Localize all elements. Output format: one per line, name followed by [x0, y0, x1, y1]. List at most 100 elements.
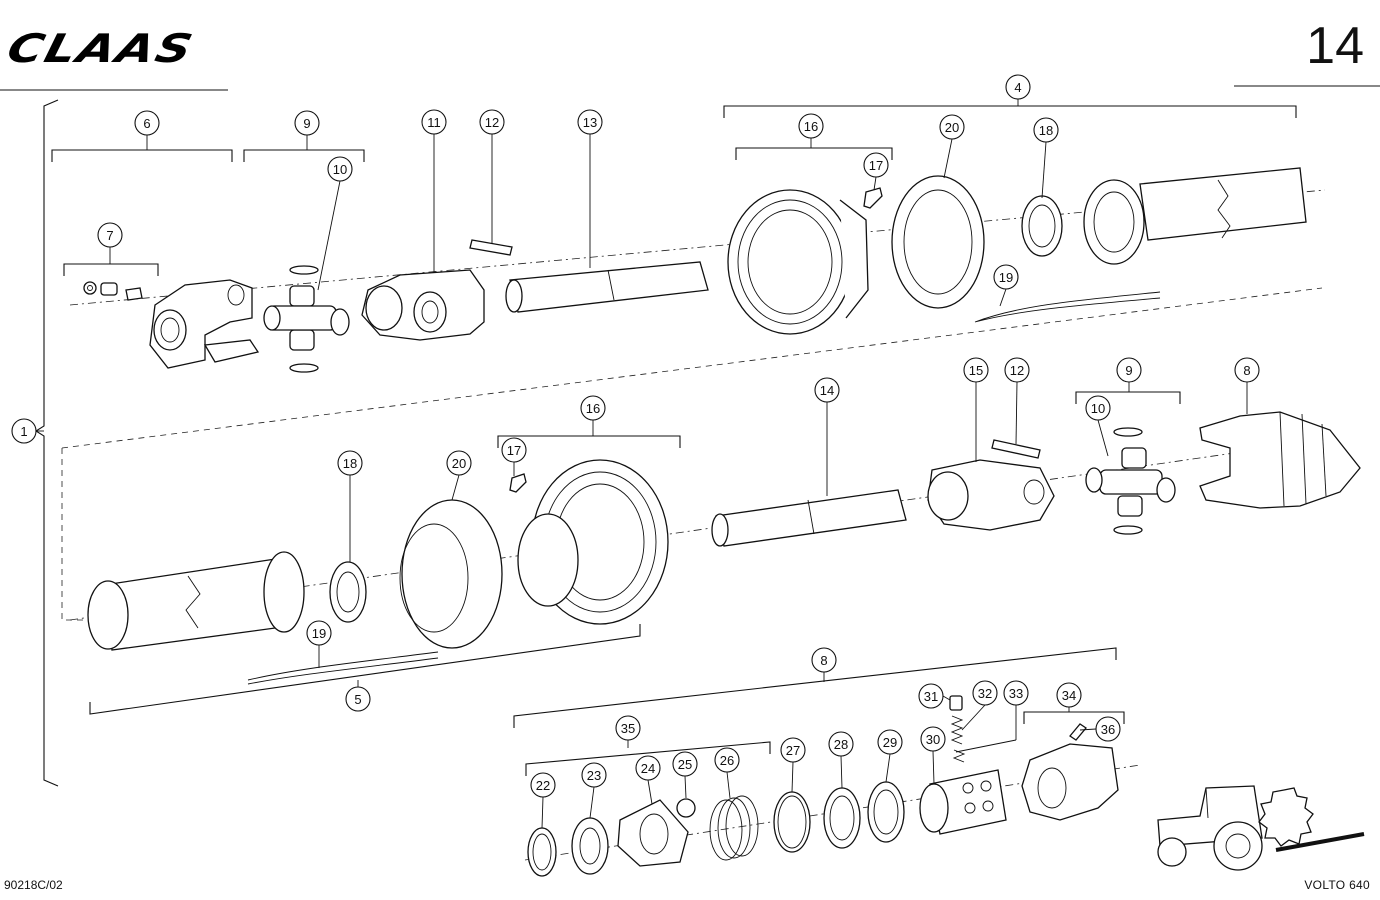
part-13-inner-tube: [505, 261, 709, 313]
bracket-group-7: [63, 263, 159, 276]
callout-17: 17: [501, 437, 527, 463]
leader-line: [541, 796, 544, 829]
callout-16: 16: [580, 395, 606, 421]
bracket-group-9-top: [243, 149, 365, 162]
callout-label: 33: [1009, 686, 1023, 701]
part-22-snap-ring: [527, 827, 557, 877]
leader-line: [451, 474, 460, 501]
leader-line: [999, 288, 1007, 307]
callout-label: 14: [820, 383, 834, 398]
model-name: VOLTO 640: [1304, 878, 1370, 892]
leader-line: [943, 138, 953, 179]
part-16-guard-cone-bottom: [517, 459, 669, 625]
callout-4: 4: [1005, 74, 1031, 100]
callout-label: 25: [678, 757, 692, 772]
callout-22: 22: [530, 772, 556, 798]
callout-26: 26: [714, 747, 740, 773]
shaft-icon: [1275, 832, 1365, 852]
leader-line: [684, 775, 687, 799]
callout-label: 32: [978, 686, 992, 701]
callout-15: 15: [963, 357, 989, 383]
callout-35: 35: [615, 715, 641, 741]
part-32-spring: [950, 715, 964, 745]
callout-label: 10: [1091, 401, 1105, 416]
part-outer-tube-bottom: [87, 551, 305, 651]
callout-12: 12: [1004, 357, 1030, 383]
leader-line: [955, 739, 1017, 753]
callout-label: 18: [343, 456, 357, 471]
leader-line: [961, 704, 986, 731]
part-10-cross-top: [263, 265, 350, 373]
part-outer-tube-top: [1083, 167, 1307, 265]
callout-label: 17: [507, 443, 521, 458]
part-36-grease-nipple: [1069, 723, 1087, 741]
callout-34: 34: [1056, 682, 1082, 708]
part-19-chain-top: [974, 291, 1161, 323]
callout-label: 15: [969, 363, 983, 378]
leader-line: [791, 761, 794, 793]
callout-label: 16: [586, 401, 600, 416]
part-16-guard-cone-top: [727, 189, 869, 335]
part-8-clutch-assembly: [1199, 411, 1361, 509]
part-11-inner-yoke: [361, 269, 485, 341]
bracket-group-35: [525, 741, 771, 776]
part-23-washer: [571, 817, 609, 875]
callout-32: 32: [972, 680, 998, 706]
part-10-cross-bottom: [1085, 427, 1176, 535]
callout-label: 24: [641, 761, 655, 776]
leader-line: [942, 695, 951, 701]
callout-29: 29: [877, 729, 903, 755]
callout-23: 23: [581, 762, 607, 788]
callout-label: 7: [106, 228, 113, 243]
bracket-group-4: [723, 105, 1297, 118]
callout-label: 8: [820, 653, 827, 668]
part-20-bearing-ring-top: [891, 175, 985, 309]
callout-label: 6: [143, 116, 150, 131]
part-26-spring: [709, 795, 759, 861]
part-27-circlip: [773, 791, 811, 853]
callout-label: 16: [804, 119, 818, 134]
leader-line: [726, 771, 731, 799]
callout-label: 26: [720, 753, 734, 768]
callout-19: 19: [306, 620, 332, 646]
callout-33: 33: [1003, 680, 1029, 706]
leader-line: [647, 779, 653, 805]
part-17-screw-top: [863, 187, 883, 209]
callout-8: 8: [1234, 357, 1260, 383]
callout-18: 18: [1033, 117, 1059, 143]
part-25-ball: [676, 798, 696, 818]
leader-line: [1097, 419, 1109, 457]
callout-label: 34: [1062, 688, 1076, 703]
callout-label: 8: [1243, 363, 1250, 378]
callout-label: 17: [869, 158, 883, 173]
part-17-screw-bottom: [509, 473, 527, 493]
callout-label: 18: [1039, 123, 1053, 138]
callout-label: 1: [20, 424, 27, 439]
callout-label: 9: [303, 116, 310, 131]
callout-label: 12: [485, 115, 499, 130]
callout-9: 9: [294, 110, 320, 136]
callout-5: 5: [345, 686, 371, 712]
callout-label: 19: [999, 270, 1013, 285]
callout-25: 25: [672, 751, 698, 777]
part-7-set-screws: [83, 281, 143, 301]
callout-label: 4: [1014, 80, 1021, 95]
callout-label: 36: [1101, 722, 1115, 737]
bracket-group-9-bottom: [1075, 391, 1181, 404]
callout-12: 12: [479, 109, 505, 135]
leader-line: [932, 750, 935, 785]
part-6-yoke: [149, 279, 260, 369]
part-34-flange-yoke: [1021, 743, 1119, 821]
part-18-retaining-ring-bottom: [329, 561, 367, 623]
part-12-pin-top: [469, 239, 513, 256]
bracket-group-1: [34, 99, 59, 787]
callout-label: 23: [587, 768, 601, 783]
callout-label: 20: [945, 120, 959, 135]
callout-20: 20: [939, 114, 965, 140]
callout-18: 18: [337, 450, 363, 476]
part-28-friction-disc: [823, 787, 861, 849]
assembly-outline: [61, 287, 1323, 621]
callout-label: 28: [834, 737, 848, 752]
callout-9: 9: [1116, 357, 1142, 383]
